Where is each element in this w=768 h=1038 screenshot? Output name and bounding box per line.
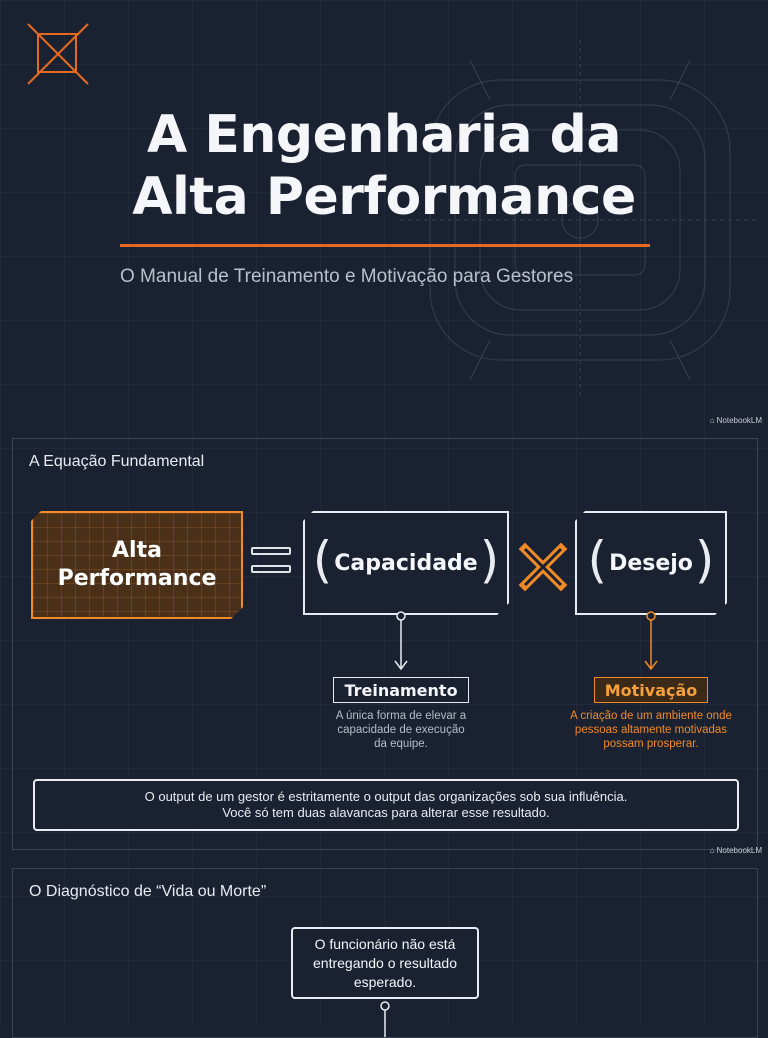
down-arrow-icon	[644, 611, 658, 671]
crossed-box-icon	[27, 23, 89, 85]
title-divider	[120, 244, 650, 247]
diagnostic-start-box: O funcionário não está entregando o resu…	[291, 927, 479, 999]
hero-slide: A Engenharia da Alta Performance O Manua…	[0, 0, 768, 432]
motivacao-description: A criação de um ambiente onde pessoas al…	[553, 709, 749, 751]
alta-performance-line1: Alta	[112, 538, 162, 563]
alta-performance-box: Alta Performance	[31, 511, 243, 619]
notebooklm-badge-label: NotebookLM	[716, 846, 762, 855]
left-paren-icon: (	[312, 531, 333, 589]
notebooklm-badge: ⌂NotebookLM	[710, 846, 762, 855]
hero-title-line1: A Engenharia da	[147, 105, 621, 165]
desc-line: da equipe.	[374, 738, 428, 750]
right-paren-icon: )	[479, 531, 500, 589]
hero-subtitle: O Manual de Treinamento e Motivação para…	[120, 266, 574, 287]
left-paren-icon: (	[587, 531, 608, 589]
treinamento-description: A única forma de elevar a capacidade de …	[303, 709, 499, 751]
equals-sign-icon	[251, 545, 291, 577]
capacidade-box: ( Capacidade )	[303, 511, 509, 615]
desc-line: pessoas altamente motivadas	[574, 724, 728, 736]
diag-line: esperado.	[353, 973, 417, 990]
right-paren-icon: )	[694, 531, 715, 589]
section-title: O Diagnóstico de “Vida ou Morte”	[29, 883, 267, 900]
notebooklm-icon: ⌂	[709, 846, 715, 855]
motivacao-label-box: Motivação	[594, 677, 708, 703]
diagnostic-slide: O Diagnóstico de “Vida ou Morte” O funci…	[12, 868, 758, 1038]
alta-performance-line2: Performance	[57, 566, 217, 591]
desc-line: A única forma de elevar a	[335, 710, 467, 722]
hero-title: A Engenharia da Alta Performance	[0, 104, 768, 228]
capacidade-label: Capacidade	[334, 550, 478, 576]
equation-slide: A Equação Fundamental Alta Performance (…	[12, 438, 758, 850]
stadium-blueprint-illustration	[400, 40, 760, 400]
note-line1: O output de um gestor é estritamente o o…	[144, 789, 628, 804]
desejo-box: ( Desejo )	[575, 511, 727, 615]
desc-line: possam prosperar.	[603, 738, 699, 750]
desejo-label: Desejo	[609, 550, 693, 576]
section-title: A Equação Fundamental	[29, 453, 205, 470]
desc-line: A criação de um ambiente onde	[570, 710, 732, 722]
hero-title-line2: Alta Performance	[132, 167, 636, 227]
diag-line: O funcionário não está	[314, 935, 456, 952]
output-note-box: O output de um gestor é estritamente o o…	[33, 779, 739, 831]
multiply-sign-icon	[518, 542, 568, 592]
notebooklm-icon: ⌂	[709, 416, 715, 425]
note-line2: Você só tem duas alavancas para alterar …	[222, 805, 550, 820]
notebooklm-badge: ⌂NotebookLM	[710, 416, 762, 425]
desc-line: capacidade de execução	[337, 724, 465, 736]
down-arrow-icon	[394, 611, 408, 671]
notebooklm-badge-label: NotebookLM	[716, 416, 762, 425]
flow-connector-icon	[380, 1001, 390, 1037]
treinamento-label-box: Treinamento	[333, 677, 469, 703]
diag-line: entregando o resultado	[313, 954, 457, 971]
